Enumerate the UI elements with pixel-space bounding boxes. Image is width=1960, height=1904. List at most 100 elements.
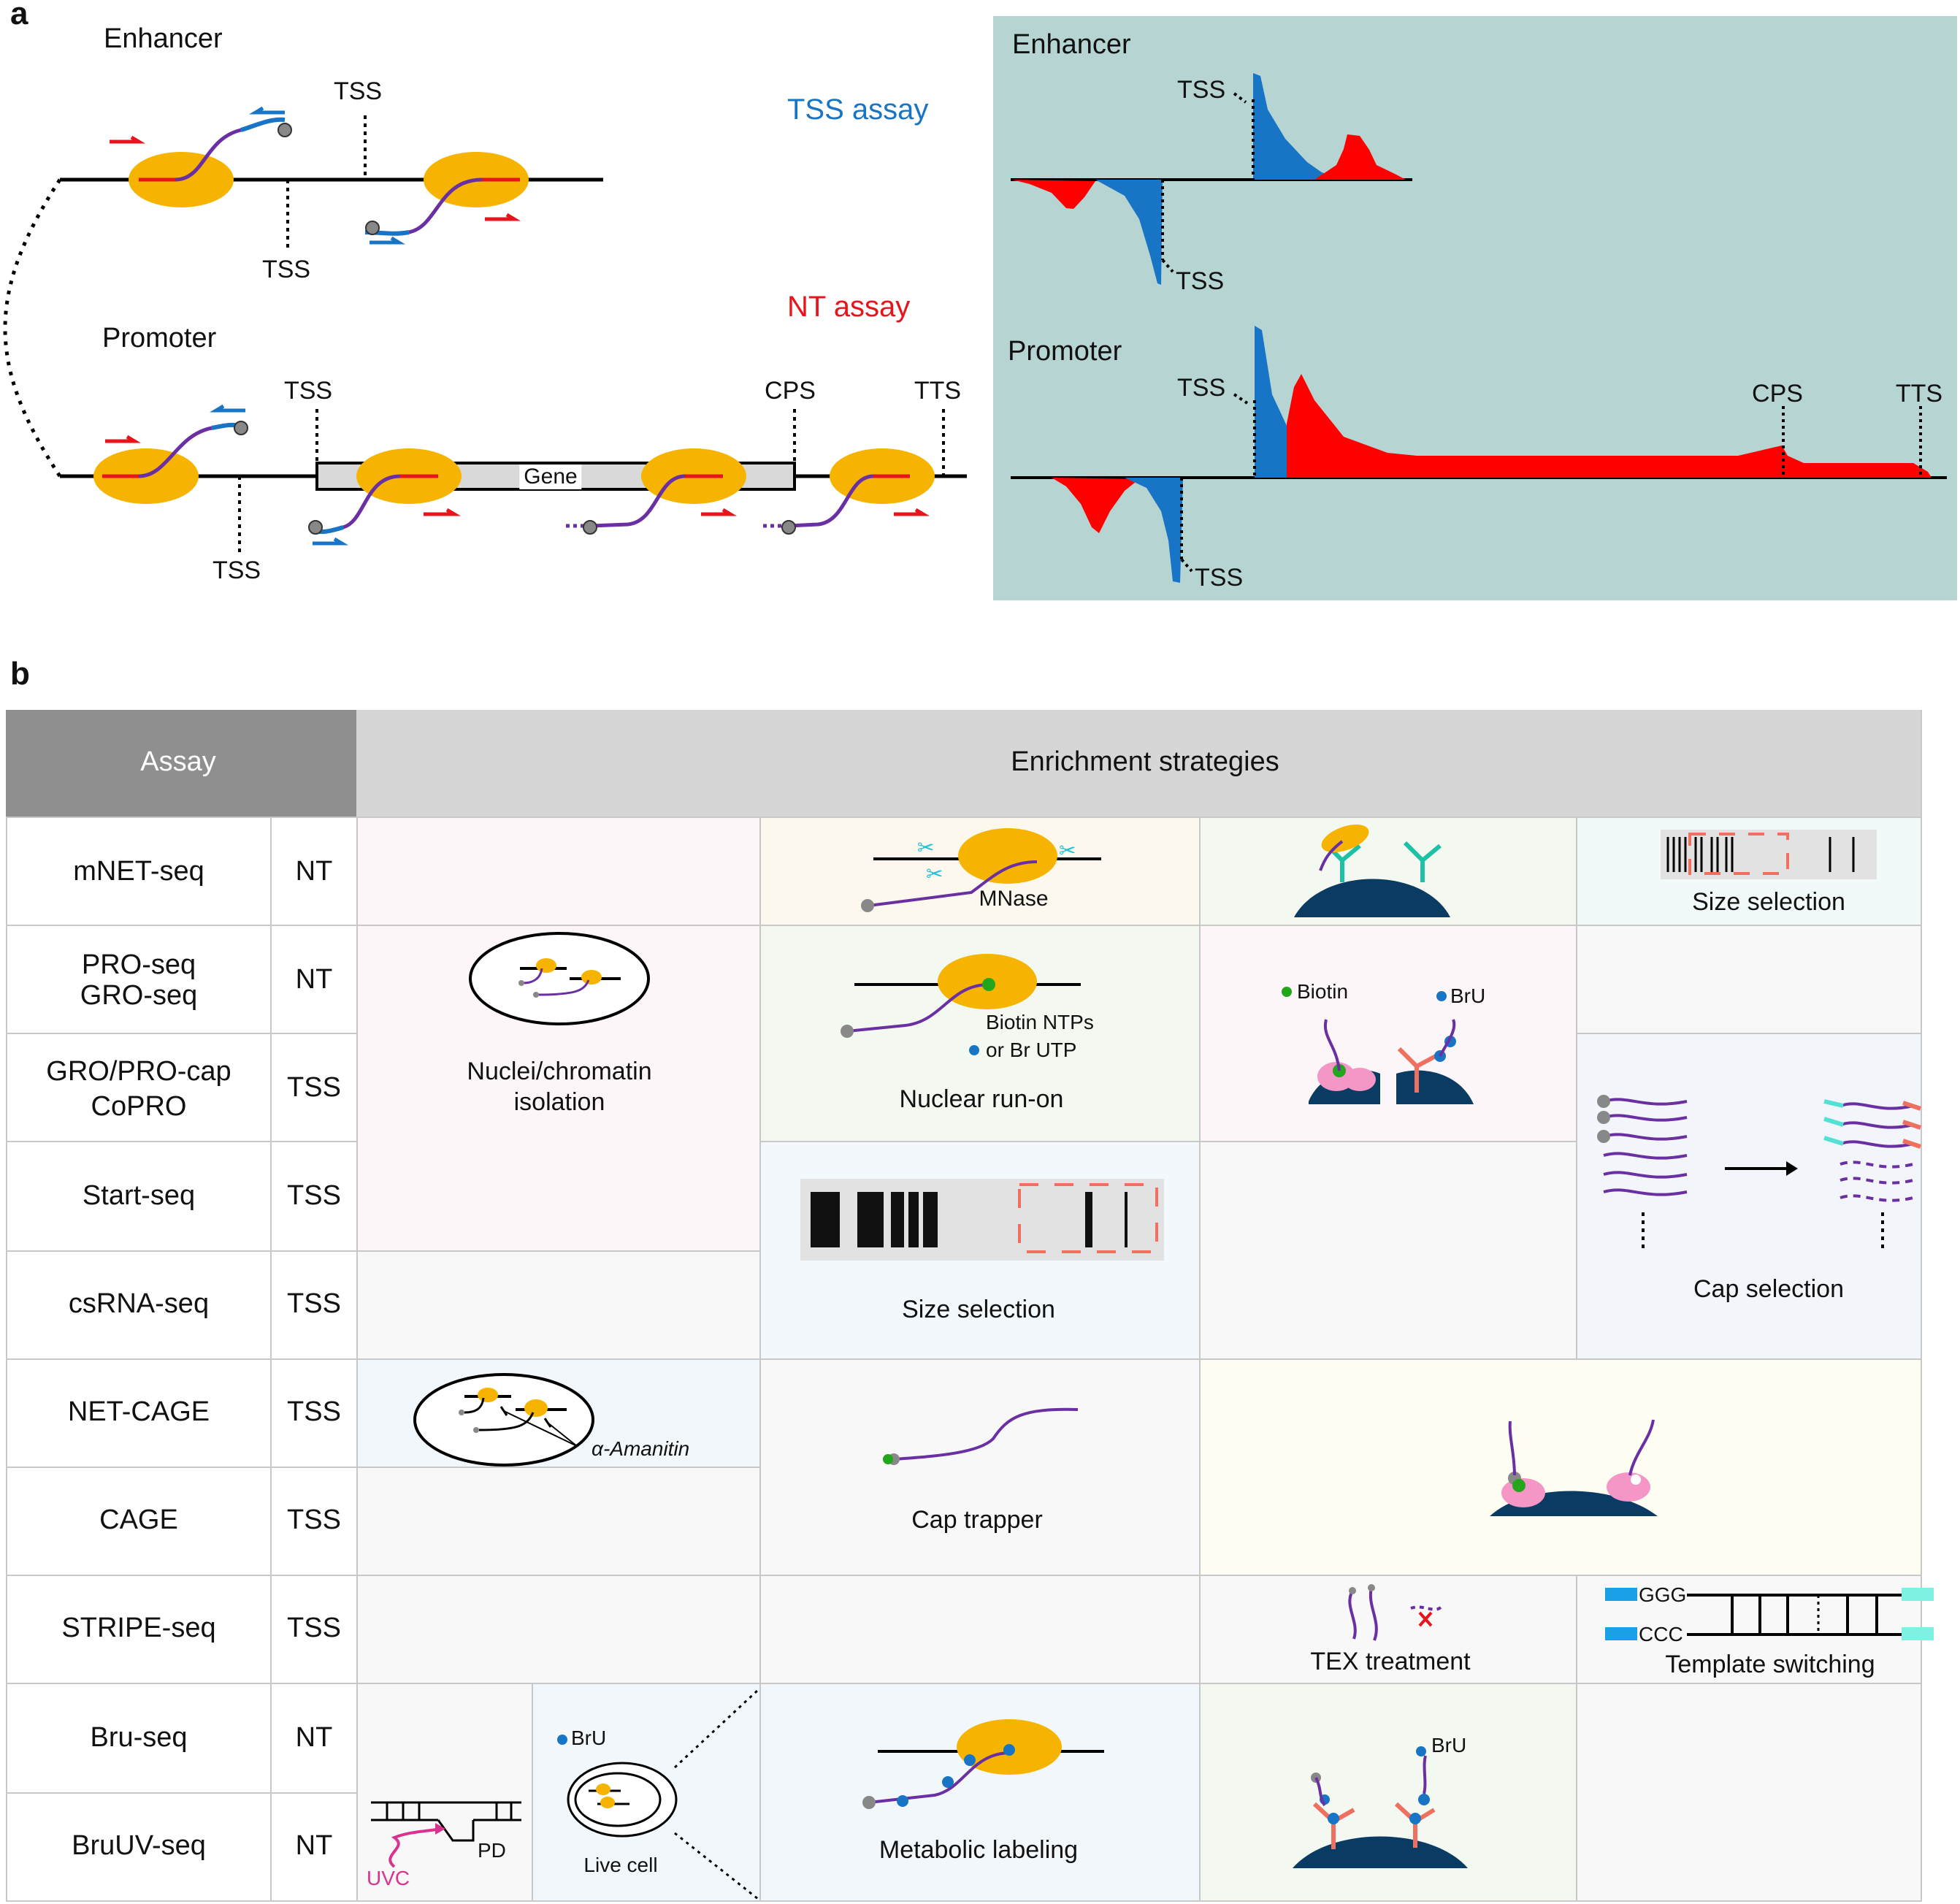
cap-dots bbox=[234, 123, 796, 535]
assay-type: NT bbox=[295, 1830, 333, 1861]
assay-type: NT bbox=[295, 964, 333, 995]
enhancer-tss-peak-plus bbox=[1253, 73, 1344, 180]
assay-type: NT bbox=[295, 856, 333, 887]
size-selection-gel-large bbox=[800, 1179, 1164, 1261]
template-switching-label: Template switching bbox=[1665, 1651, 1875, 1678]
biotin-label: Biotin bbox=[1297, 980, 1349, 1003]
br-utp-label: or Br UTP bbox=[986, 1039, 1077, 1061]
size-selection-label: Size selection bbox=[902, 1296, 1055, 1323]
tss-label: TSS bbox=[1177, 374, 1226, 402]
empty-cell bbox=[761, 1576, 1199, 1684]
cap-selection-cell bbox=[1577, 1034, 1922, 1360]
nuclear-runon-icon bbox=[841, 954, 1081, 1055]
assay-name: Bru-seq bbox=[90, 1722, 188, 1753]
live-cell-label: Live cell bbox=[583, 1854, 658, 1876]
metabolic-labeling-cell bbox=[761, 1684, 1199, 1902]
bru-bead-icon bbox=[1293, 1746, 1468, 1868]
promoter-tss-peak-minus bbox=[1125, 478, 1183, 583]
mnase-icon: ✂ ✂ ✂ bbox=[861, 828, 1101, 912]
ccc-label: CCC bbox=[1639, 1623, 1683, 1645]
profile-enhancer-label: Enhancer bbox=[1012, 29, 1131, 60]
metabolic-labeling-label: Metabolic labeling bbox=[878, 1836, 1079, 1864]
assay-name: BruUV-seq bbox=[72, 1830, 206, 1861]
nt-primers bbox=[102, 135, 930, 516]
svg-text:✂: ✂ bbox=[1059, 839, 1076, 862]
biotin-ntps-label: Biotin NTPs bbox=[986, 1011, 1094, 1033]
panel-b-letter: b bbox=[10, 656, 30, 692]
tex-treatment-label: TEX treatment bbox=[1310, 1648, 1471, 1675]
amanitin-nucleus-icon bbox=[413, 1373, 594, 1467]
tts-label: TTS bbox=[1895, 380, 1943, 408]
cap-trapper-label: Cap trapper bbox=[911, 1506, 1043, 1534]
assay-name: GRO/PRO-cap bbox=[46, 1056, 231, 1087]
pd-label: PD bbox=[478, 1839, 506, 1862]
enrichment-header bbox=[356, 710, 1922, 817]
cap-trap-bead-icon bbox=[1490, 1419, 1658, 1516]
assay-name: Start-seq bbox=[82, 1180, 196, 1211]
cap-trapper-cell bbox=[761, 1360, 1199, 1576]
tss-label: TSS bbox=[261, 256, 311, 283]
tss-assay-label: TSS assay bbox=[787, 93, 929, 126]
nt-assay-label: NT assay bbox=[787, 291, 911, 323]
gene-label: Gene bbox=[519, 464, 582, 489]
tex-cell bbox=[1201, 1576, 1576, 1684]
affinity-cell bbox=[1201, 926, 1576, 1142]
antibody-bead-icon bbox=[1294, 824, 1450, 917]
bru-label: BrU bbox=[1450, 985, 1486, 1007]
promoter-nt-peak-minus bbox=[1052, 478, 1139, 533]
enrichment-header-label: Enrichment strategies bbox=[1011, 746, 1279, 777]
uvc-label: UVC bbox=[367, 1867, 410, 1889]
assay-type: NT bbox=[295, 1722, 333, 1753]
mnase-label: MNase bbox=[979, 887, 1049, 911]
tss-label: TSS bbox=[212, 557, 261, 584]
template-switching-icon bbox=[1605, 1588, 1934, 1640]
profile-background bbox=[993, 16, 1957, 600]
nuclei-label: isolation bbox=[513, 1088, 605, 1116]
size-selection-gel-small bbox=[1661, 830, 1877, 879]
ggg-label: GGG bbox=[1639, 1583, 1687, 1606]
tss-label: TSS bbox=[333, 77, 383, 105]
empty-cell bbox=[1577, 1684, 1922, 1902]
cps-label: CPS bbox=[1752, 380, 1803, 408]
tss-label: TSS bbox=[1176, 267, 1225, 295]
nuclear-runon-label: Nuclear run-on bbox=[899, 1085, 1064, 1113]
empty-cell bbox=[1577, 926, 1922, 1034]
cps-label: CPS bbox=[765, 377, 816, 405]
bru-label: BrU bbox=[1431, 1734, 1467, 1756]
cap-selection-label: Cap selection bbox=[1693, 1275, 1845, 1303]
uv-damage-icon bbox=[371, 1801, 521, 1868]
assay-name: csRNA-seq bbox=[68, 1288, 210, 1319]
svg-text:✂: ✂ bbox=[917, 836, 934, 859]
promoter-tss-peak-plus bbox=[1255, 326, 1336, 478]
panel-a-schematic bbox=[3, 73, 1947, 583]
enhancer-nt-peak-plus bbox=[1314, 134, 1406, 180]
cap-selection-icon bbox=[1603, 1098, 1914, 1202]
nuclei-cell bbox=[358, 818, 759, 1252]
amanitin-label: α-Amanitin bbox=[592, 1437, 690, 1460]
enhancer-label: Enhancer bbox=[104, 23, 223, 54]
affinity-bead-icon bbox=[1282, 987, 1474, 1104]
bru-label: BrU bbox=[571, 1727, 607, 1749]
empty-cell bbox=[358, 1576, 759, 1684]
assay-header bbox=[6, 710, 356, 817]
tss-label: TSS bbox=[1195, 564, 1244, 592]
live-cell-icon bbox=[557, 1689, 759, 1900]
assay-type: TSS bbox=[287, 1613, 341, 1643]
tex-treatment-icon bbox=[1348, 1584, 1443, 1641]
assay-name: GRO-seq bbox=[80, 980, 198, 1011]
metabolic-labeling-icon bbox=[862, 1719, 1104, 1809]
assay-header-label: Assay bbox=[140, 746, 216, 777]
assay-name: CAGE bbox=[99, 1505, 178, 1535]
nucleus-icon bbox=[469, 932, 650, 1025]
uv-cell bbox=[358, 1684, 533, 1902]
panel-a-letter: a bbox=[10, 0, 28, 31]
empty-cell bbox=[358, 1468, 759, 1576]
assay-type: TSS bbox=[287, 1396, 341, 1427]
tss-label: TSS bbox=[1177, 76, 1226, 104]
nuclei-label: Nuclei/chromatin bbox=[467, 1058, 652, 1085]
assay-name: STRIPE-seq bbox=[61, 1613, 216, 1643]
assay-type: TSS bbox=[287, 1180, 341, 1211]
size-selection-label: Size selection bbox=[1692, 888, 1845, 916]
empty-cell bbox=[1201, 1142, 1576, 1360]
